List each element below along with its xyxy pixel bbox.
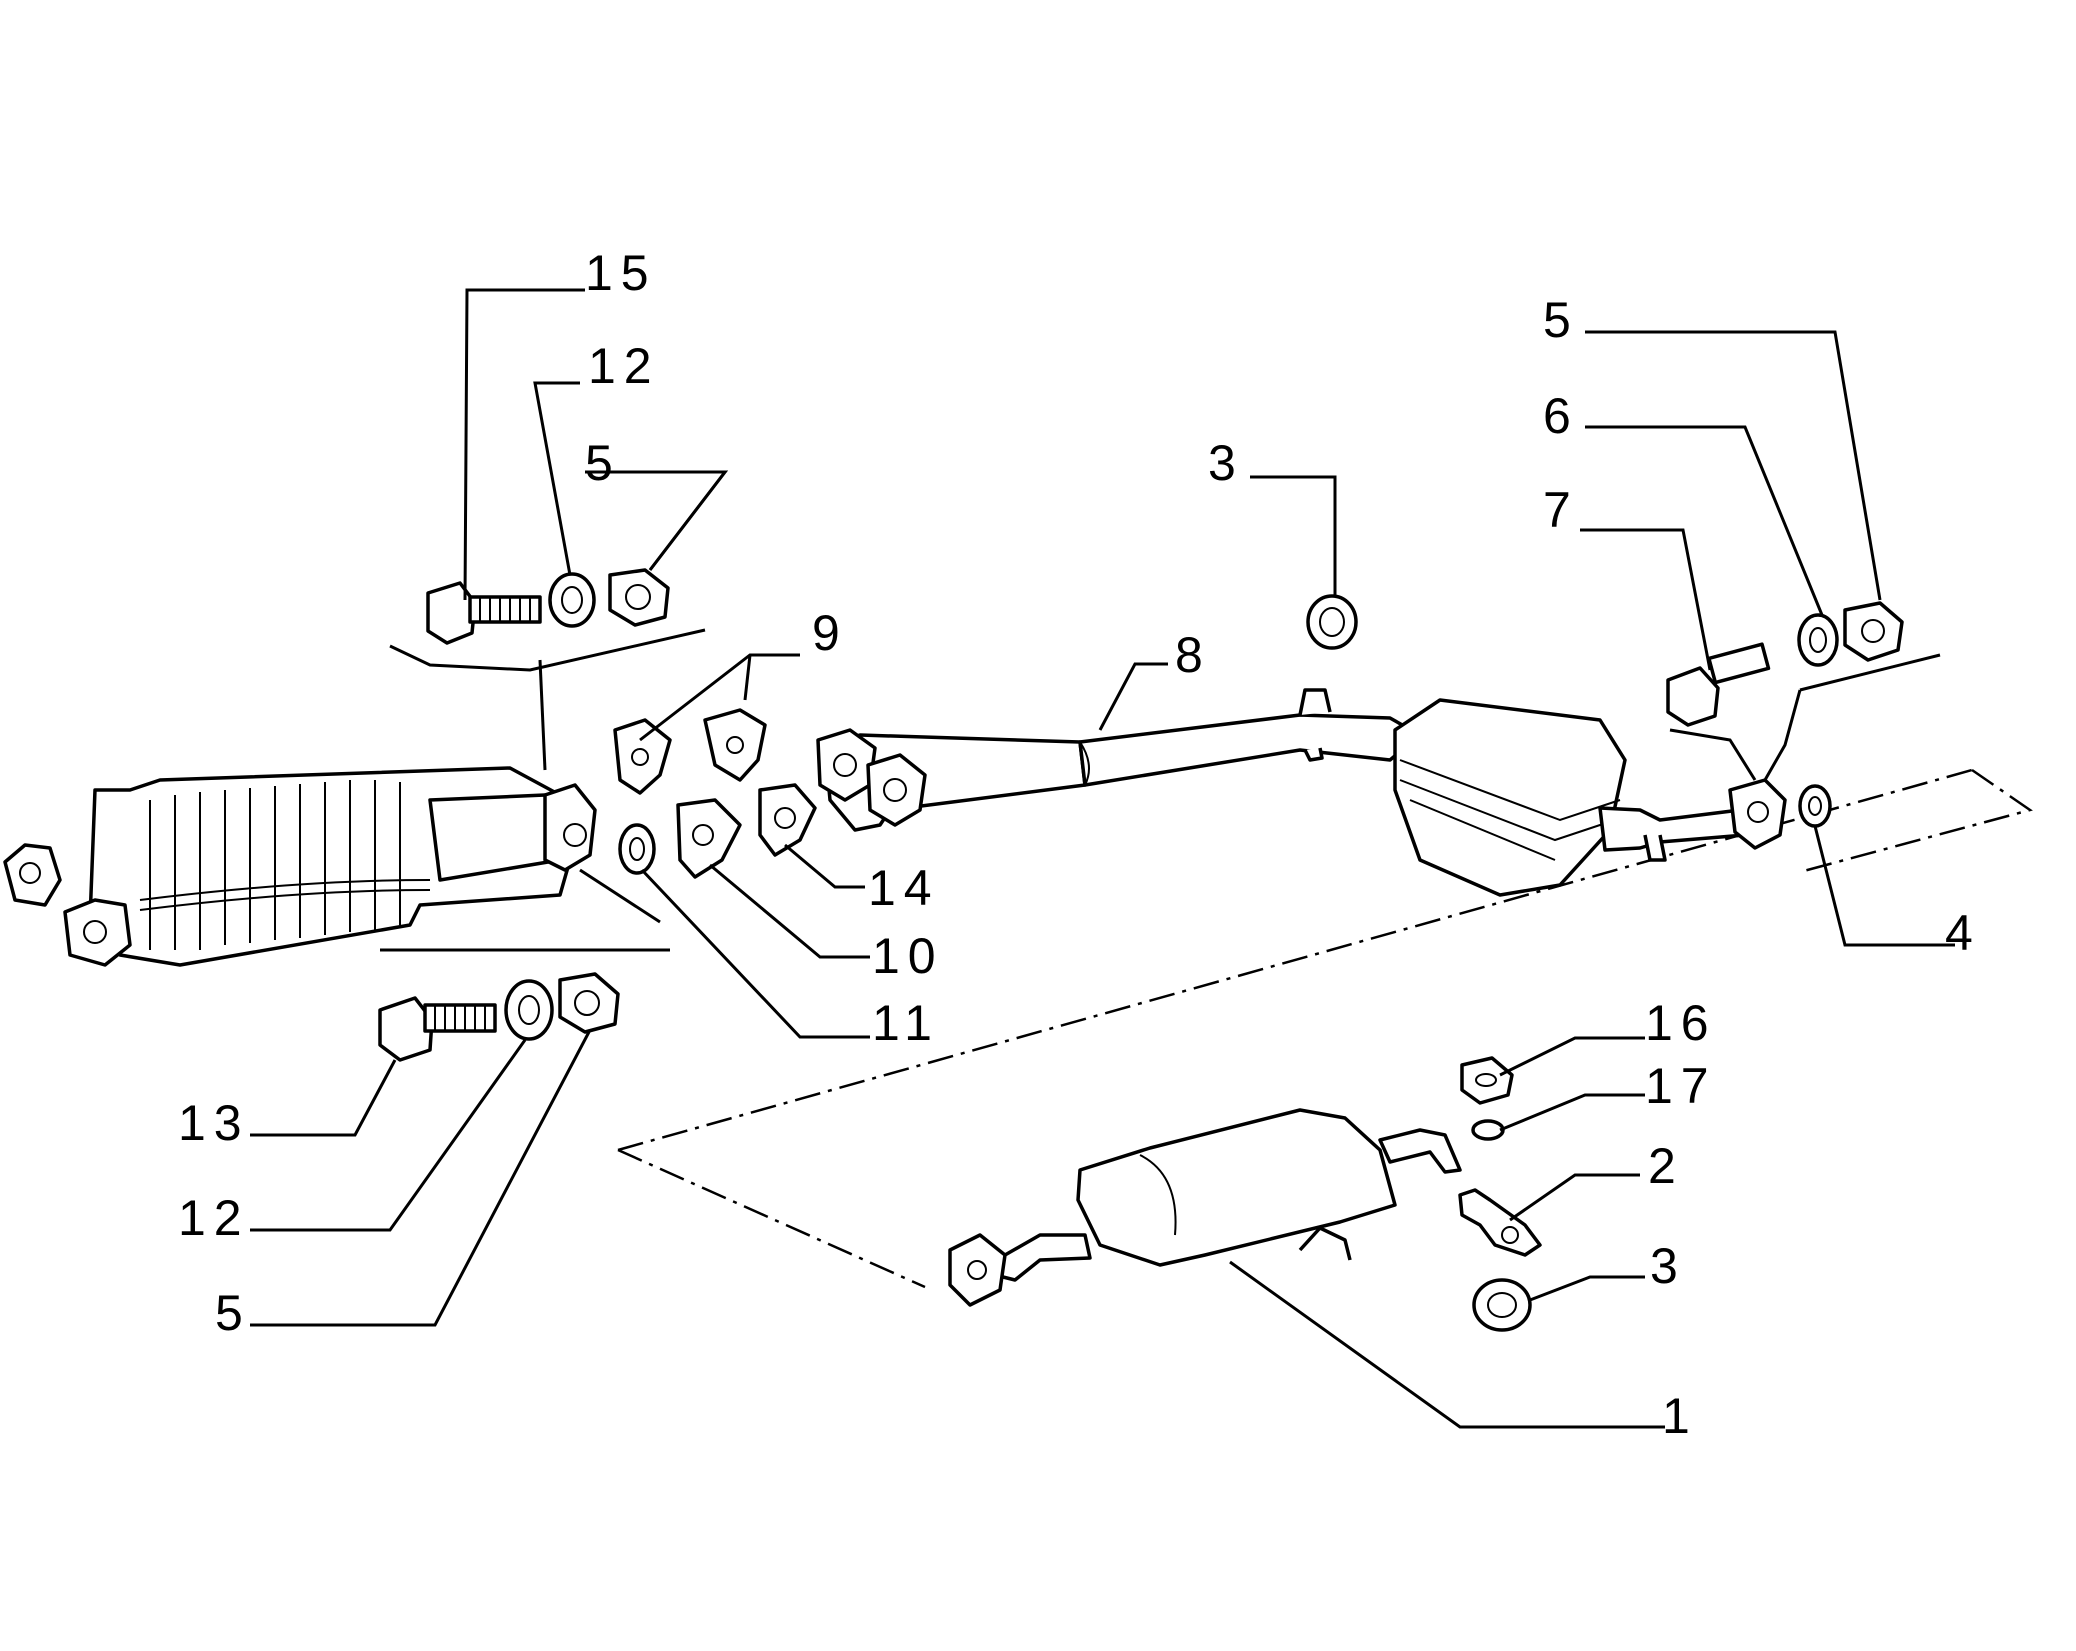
callout-8: 8 [1175,627,1211,683]
gasket-9-b [703,708,767,782]
gasket-4 [1798,784,1832,828]
callout-1: 1 [1662,1388,1698,1444]
nut-5-top-left [608,568,670,627]
callout-9: 9 [812,605,848,661]
callout-15-top: 15 [585,245,657,301]
callout-labels: 15 12 5 9 14 10 11 13 12 5 8 3 5 6 7 4 1… [178,245,1981,1444]
gasket-3-bottom [1472,1278,1532,1332]
callout-17: 17 [1645,1058,1717,1114]
rear-silencer-1 [948,1108,1462,1307]
washer-12-top [548,572,596,628]
callout-5-bottom-left: 5 [215,1285,251,1341]
gasket-3-top [1306,594,1358,650]
callout-4: 4 [1945,905,1981,961]
callout-2: 2 [1648,1138,1684,1194]
gasket-11 [618,823,656,875]
catalytic-converter [3,766,597,967]
nut-16 [1460,1056,1514,1105]
leader-lines [250,288,1955,1429]
washer-6 [1797,613,1839,667]
bolt-13 [378,996,497,1062]
bolt-15 [426,581,542,645]
bolt-7 [1666,642,1771,727]
callout-13: 13 [178,1095,250,1151]
gasket-10 [676,798,742,879]
callout-14: 14 [868,860,940,916]
callout-6: 6 [1543,388,1579,444]
gasket-9-a [613,718,672,795]
clip-17 [1471,1119,1505,1141]
intermediate-pipe-8 [816,688,1787,897]
callout-10: 10 [872,928,944,984]
callout-5-top-left: 5 [585,435,621,491]
callout-11: 11 [872,995,940,1051]
bracket-2 [1458,1188,1542,1257]
callout-7: 7 [1543,482,1579,538]
gasket-14 [758,783,817,857]
nut-5-bottom-left [558,972,620,1034]
callout-5-right: 5 [1543,292,1579,348]
callout-16: 16 [1645,995,1717,1051]
nut-5-right [1843,601,1904,662]
washer-12-bottom [504,979,554,1041]
callout-12-bottom: 12 [178,1190,250,1246]
callout-3-top: 3 [1208,435,1244,491]
callout-3-bottom: 3 [1650,1238,1686,1294]
callout-12-top: 12 [588,338,660,394]
